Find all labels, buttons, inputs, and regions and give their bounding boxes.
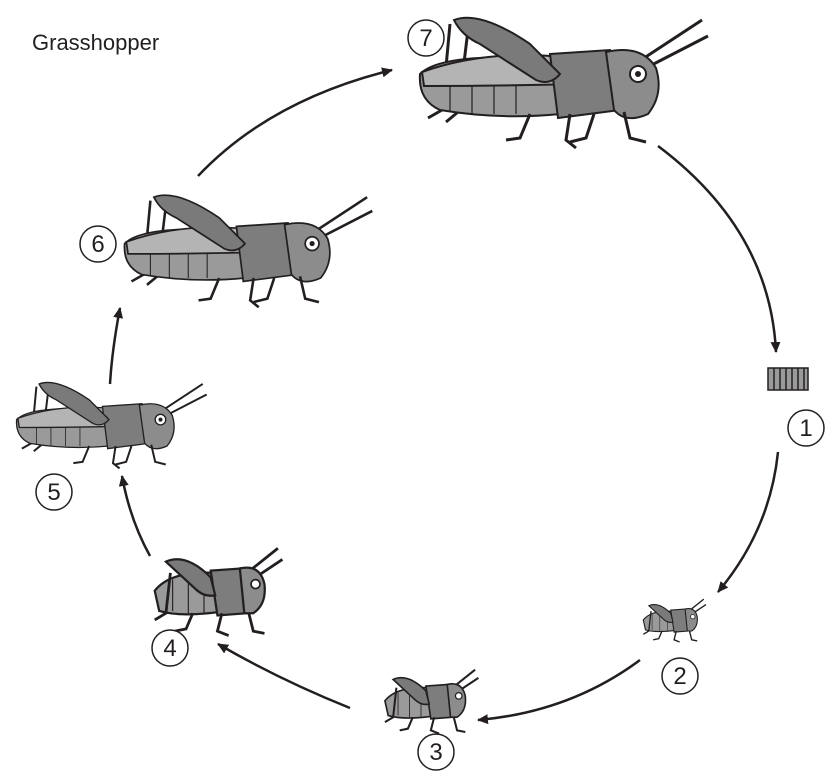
stage-label-7: 7 — [407, 19, 445, 57]
cycle-arrows — [108, 67, 781, 725]
arrow-2-to-3 — [477, 658, 641, 725]
arrow-7-to-1 — [657, 145, 781, 353]
stage-5-illustration — [15, 381, 208, 470]
stage-1-eggs — [767, 367, 809, 391]
stage-number-2: 2 — [673, 663, 686, 690]
stage-label-1: 1 — [787, 409, 825, 447]
stage-number-5: 5 — [47, 479, 60, 506]
stage-label-2: 2 — [661, 657, 699, 695]
stage-6-illustration — [123, 193, 374, 309]
stage-number-1: 1 — [799, 415, 812, 442]
arrow-3-to-4 — [217, 642, 351, 710]
stage-number-3: 3 — [429, 739, 442, 766]
stage-number-6: 6 — [91, 231, 104, 258]
stage-number-7: 7 — [419, 25, 432, 52]
arrow-4-to-5 — [118, 475, 152, 557]
stage-7-illustration — [418, 16, 710, 150]
stage-label-4: 4 — [151, 629, 189, 667]
arrow-6-to-7 — [197, 67, 393, 177]
arrow-5-to-6 — [108, 307, 124, 385]
stage-3-illustration — [383, 668, 480, 735]
stage-number-4: 4 — [163, 635, 176, 662]
diagram-title: Grasshopper — [32, 30, 160, 55]
stage-label-6: 6 — [79, 225, 117, 263]
stage-label-5: 5 — [35, 473, 73, 511]
stage-2-illustration — [642, 598, 707, 643]
stage-label-3: 3 — [417, 733, 455, 771]
stage-4-illustration — [153, 546, 284, 637]
arrow-1-to-2 — [717, 451, 780, 593]
